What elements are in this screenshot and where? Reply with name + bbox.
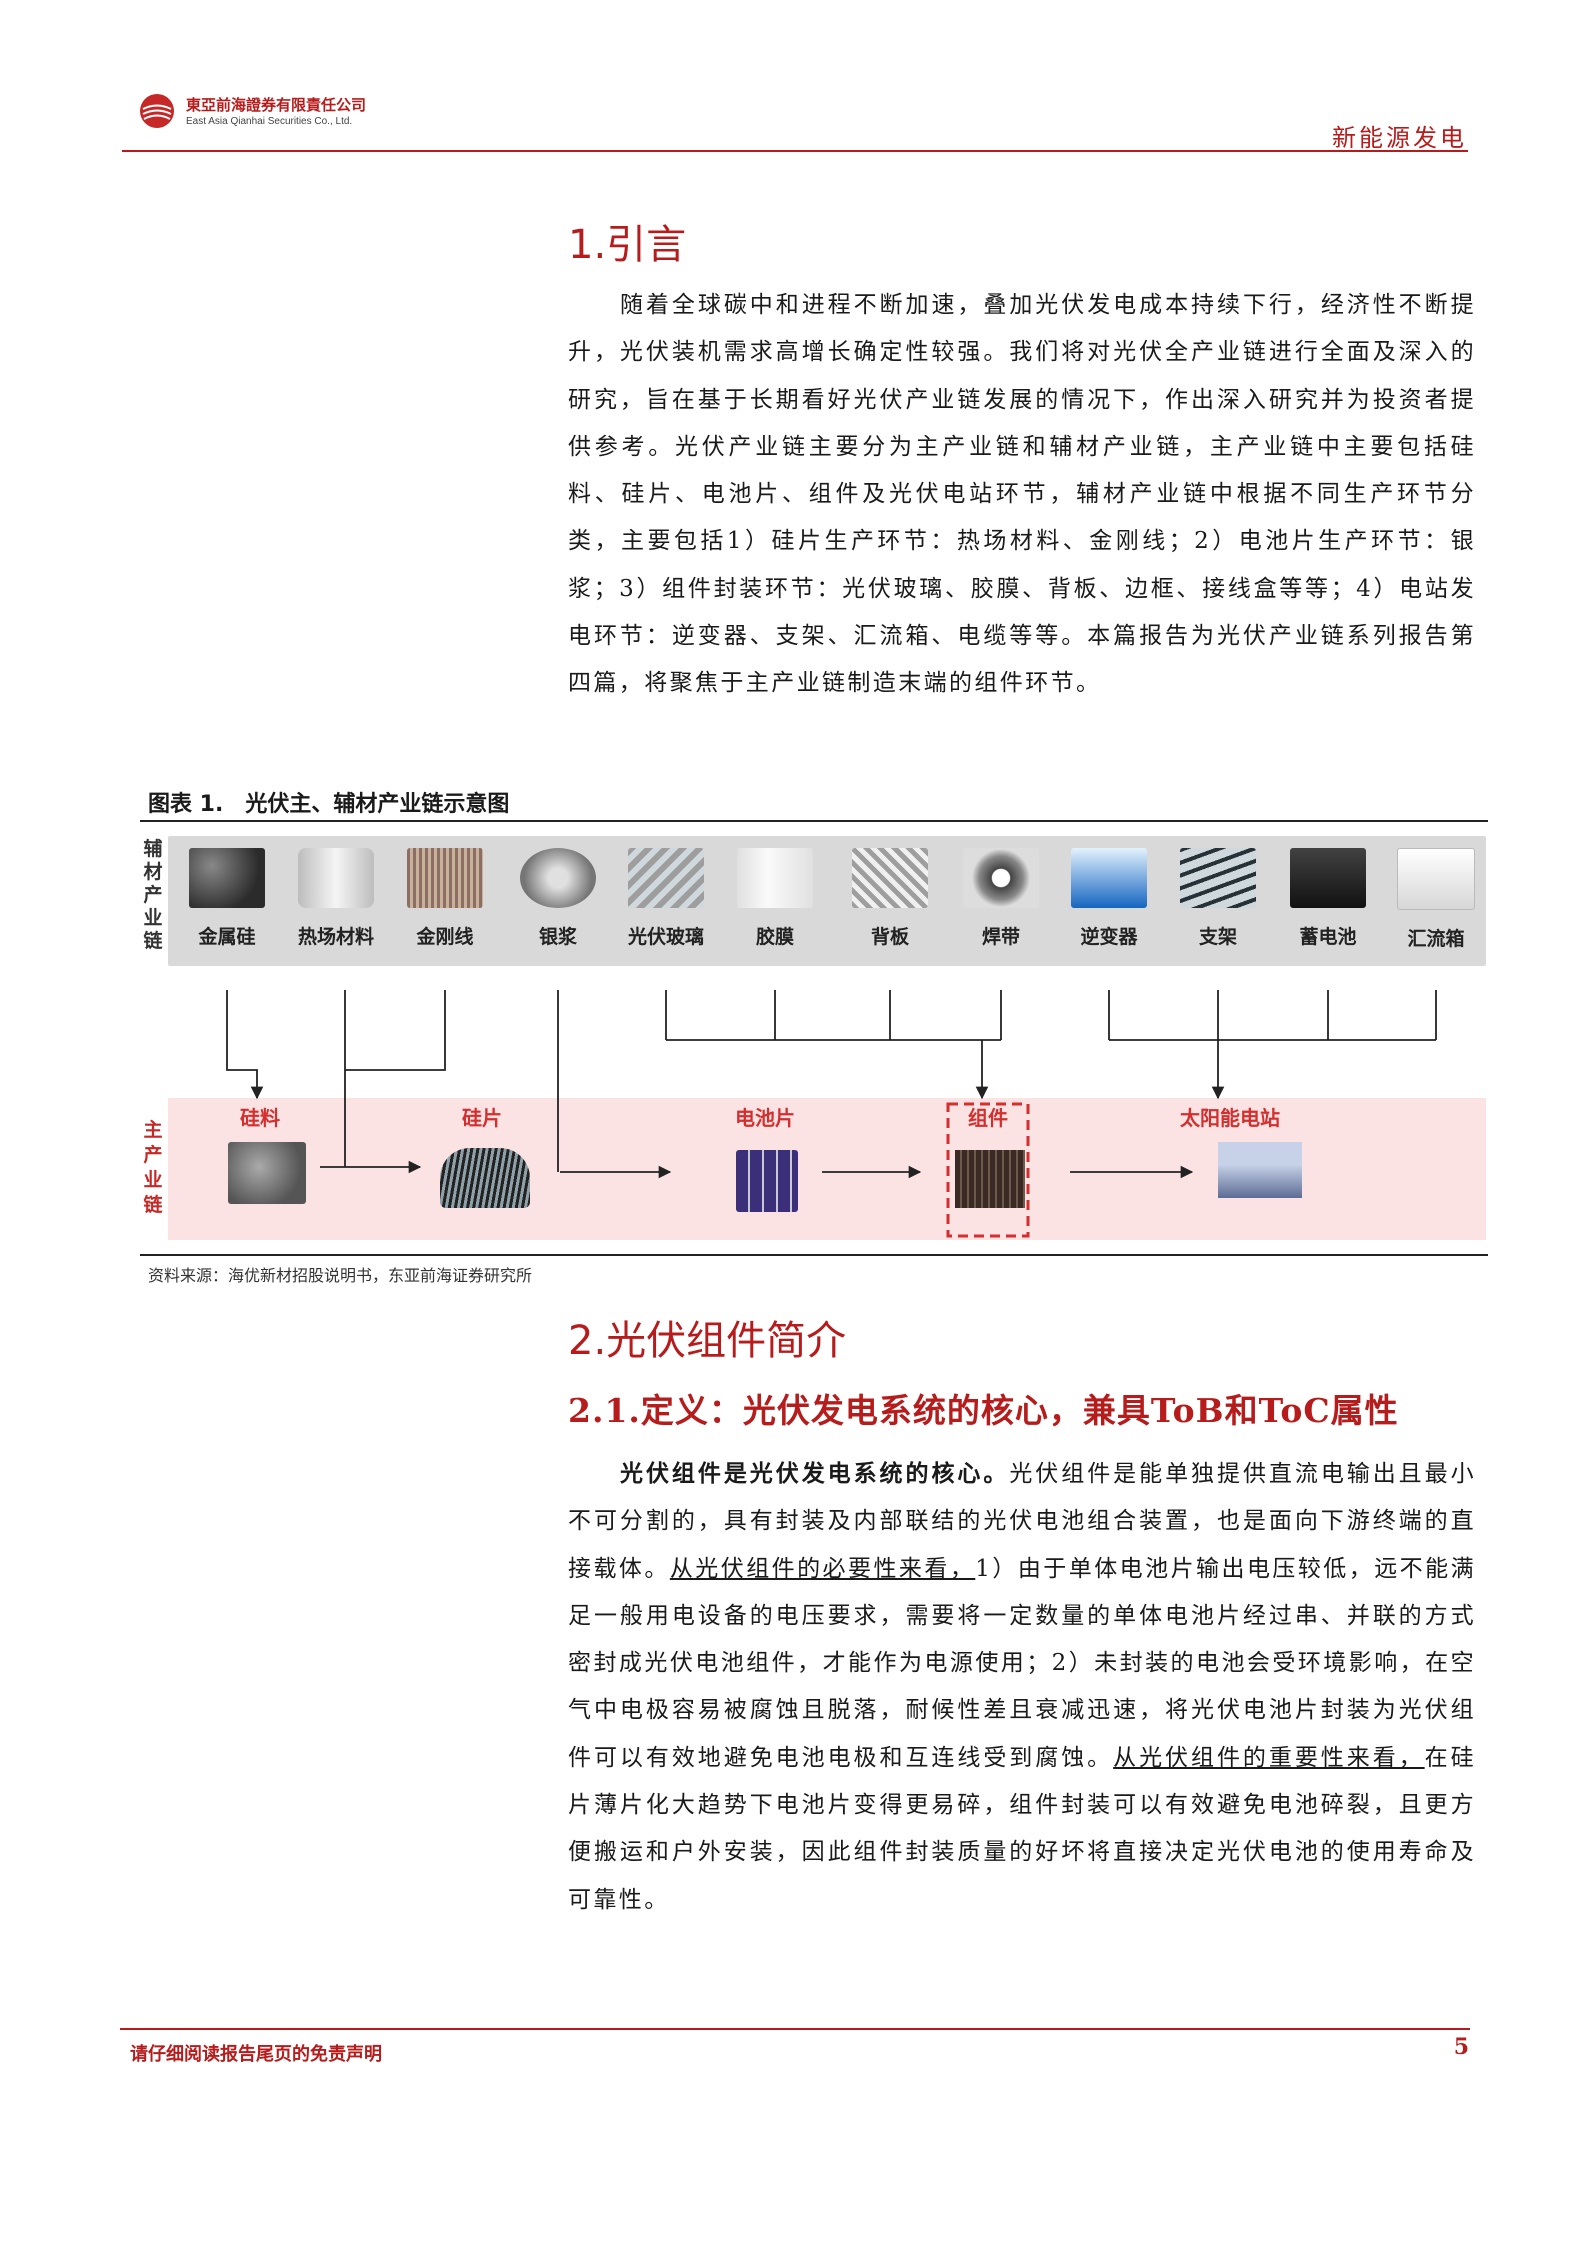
section1-paragraph: 随着全球碳中和进程不断加速，叠加光伏发电成本持续下行，经济性不断提升，光伏装机需… bbox=[568, 292, 1476, 697]
silver-paste-image bbox=[520, 848, 596, 908]
figure-top-rule bbox=[140, 820, 1488, 822]
figure-bottom-rule bbox=[140, 1254, 1488, 1256]
company-name-en: East Asia Qianhai Securities Co., Ltd. bbox=[186, 116, 353, 127]
section2-paragraph: 光伏组件是光伏发电系统的核心。光伏组件是能单独提供直流电输出且最小不可分割的，具… bbox=[568, 1460, 1476, 1913]
main-item-cell: 电池片 bbox=[735, 1106, 795, 1130]
combiner-box-image bbox=[1397, 848, 1475, 910]
thermal-material-image bbox=[298, 848, 374, 908]
aux-item-ribbon: 焊带 bbox=[941, 848, 1061, 949]
footer-disclaimer: 请仔细阅读报告尾页的免责声明 bbox=[130, 2044, 382, 2065]
aux-chain-label: 辅材产业链 bbox=[143, 838, 163, 952]
company-name-cn: 東亞前海證券有限責任公司 bbox=[186, 96, 367, 114]
section2-subtitle: 2.1.定义：光伏发电系统的核心，兼具ToB和ToC属性 bbox=[568, 1391, 1399, 1430]
report-section-label: 新能源发电 bbox=[1332, 124, 1467, 152]
main-item-module: 组件 bbox=[968, 1106, 1008, 1130]
metal-silicon-image bbox=[189, 848, 265, 908]
figure-source: 资料来源：海优新材招股说明书，东亚前海证券研究所 bbox=[148, 1266, 533, 1285]
aux-item-metal-silicon: 金属硅 bbox=[167, 848, 287, 949]
main-chain-label: 主产业链 bbox=[143, 1119, 163, 1216]
figure-caption: 图表 1. 光伏主、辅材产业链示意图 bbox=[148, 792, 510, 817]
bracket-image bbox=[1180, 848, 1256, 908]
lead-bold-text: 光伏组件是光伏发电系统的核心。 bbox=[620, 1460, 1010, 1487]
aux-item-bracket: 支架 bbox=[1158, 848, 1278, 949]
company-logo-icon bbox=[138, 92, 176, 130]
flow-connectors bbox=[226, 990, 1437, 1238]
aux-item-diamond-wire: 金刚线 bbox=[385, 848, 505, 949]
battery-image bbox=[1290, 848, 1366, 908]
aux-item-film: 胶膜 bbox=[715, 848, 835, 949]
wafer-image bbox=[440, 1148, 530, 1208]
main-item-polysilicon: 硅料 bbox=[240, 1106, 280, 1130]
backsheet-image bbox=[852, 848, 928, 908]
aux-item-inverter: 逆变器 bbox=[1049, 848, 1169, 949]
footer-divider bbox=[120, 2028, 1470, 2030]
aux-item-battery: 蓄电池 bbox=[1268, 848, 1388, 949]
inverter-image bbox=[1071, 848, 1147, 908]
aux-item-pv-glass: 光伏玻璃 bbox=[606, 848, 726, 949]
main-item-power-station: 太阳能电站 bbox=[1180, 1106, 1280, 1130]
section2-title: 2.光伏组件简介 bbox=[568, 1318, 847, 1364]
aux-item-backsheet: 背板 bbox=[830, 848, 950, 949]
ribbon-image bbox=[963, 848, 1039, 908]
diamond-wire-image bbox=[407, 848, 483, 908]
aux-chain-band bbox=[168, 836, 1486, 966]
polysilicon-image bbox=[228, 1142, 306, 1204]
necessity-underline: 从光伏组件的必要性来看， bbox=[669, 1555, 976, 1582]
pv-glass-image bbox=[628, 848, 704, 908]
importance-underline: 从光伏组件的重要性来看， bbox=[1113, 1744, 1425, 1771]
aux-item-combiner-box: 汇流箱 bbox=[1376, 848, 1496, 951]
module-image bbox=[955, 1150, 1025, 1208]
power-station-image bbox=[1218, 1142, 1302, 1198]
cell-image bbox=[736, 1150, 798, 1212]
aux-item-silver-paste: 银浆 bbox=[498, 848, 618, 949]
page-number: 5 bbox=[1453, 2034, 1469, 2060]
main-item-wafer: 硅片 bbox=[462, 1106, 502, 1130]
section1-title: 1.引言 bbox=[568, 222, 687, 268]
header-divider bbox=[122, 150, 1468, 152]
film-image bbox=[737, 848, 813, 908]
aux-item-thermal-material: 热场材料 bbox=[276, 848, 396, 949]
